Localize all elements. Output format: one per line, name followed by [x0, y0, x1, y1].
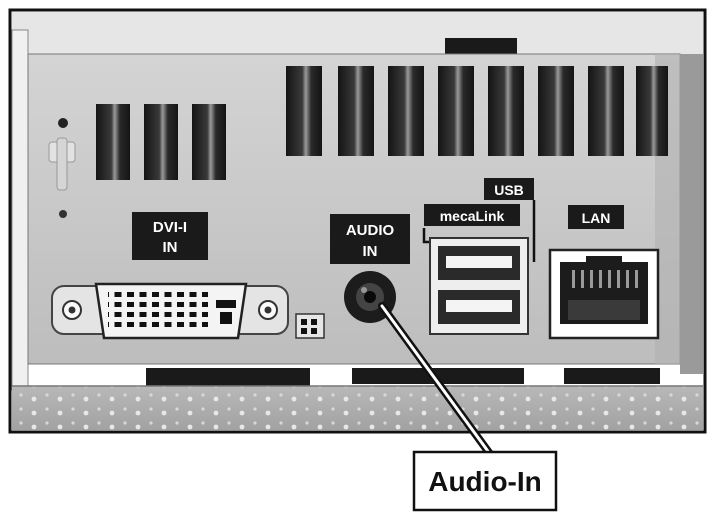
svg-text:mecaLink: mecaLink [440, 208, 505, 224]
usb-label: USB [484, 178, 534, 200]
lower-slot-right [564, 368, 660, 384]
photo: DVI-I IN AUDIO IN [8, 8, 707, 434]
screw-bottom [59, 210, 67, 218]
lower-perforation [12, 386, 703, 430]
dvi-label-line2: IN [163, 239, 178, 256]
top-casing [12, 12, 703, 54]
callout-label: Audio-In [412, 450, 558, 512]
dvi-label: DVI-I IN [132, 212, 208, 260]
vent-slot [96, 104, 130, 180]
dvi-connector [51, 282, 289, 340]
left-vents [96, 104, 226, 180]
mecalink-label: mecaLink [424, 204, 520, 226]
vent-slot [636, 66, 668, 156]
lan-label: LAN [568, 205, 624, 229]
callout-text: Audio-In [428, 466, 542, 497]
vent-slot [338, 66, 374, 156]
vent-slot [588, 66, 624, 156]
vent-slot [388, 66, 424, 156]
top-vents [286, 66, 668, 156]
lan-port [548, 248, 660, 340]
left-bezel [11, 29, 29, 391]
usb-ports [429, 237, 529, 335]
right-edge [680, 54, 703, 374]
dvi-pins [108, 292, 208, 332]
vent-slot [488, 66, 524, 156]
audio-label-line2: IN [363, 243, 378, 260]
vent-slot [438, 66, 474, 156]
svg-text:USB: USB [494, 182, 524, 198]
vent-slot [538, 66, 574, 156]
audio-label-line1: AUDIO [346, 222, 395, 239]
screw-top [58, 118, 68, 128]
vent-slot [192, 104, 226, 180]
vent-slot [144, 104, 178, 180]
callout-arrow [378, 302, 494, 458]
audio-label: AUDIO IN [330, 214, 410, 264]
svg-text:LAN: LAN [582, 210, 611, 226]
panel-latch-bar [56, 137, 68, 191]
dvi-label-line1: DVI-I [153, 219, 187, 236]
vent-slot [286, 66, 322, 156]
callout-box [412, 450, 558, 512]
lower-slot-left [146, 368, 310, 386]
jumper-header [295, 313, 325, 339]
